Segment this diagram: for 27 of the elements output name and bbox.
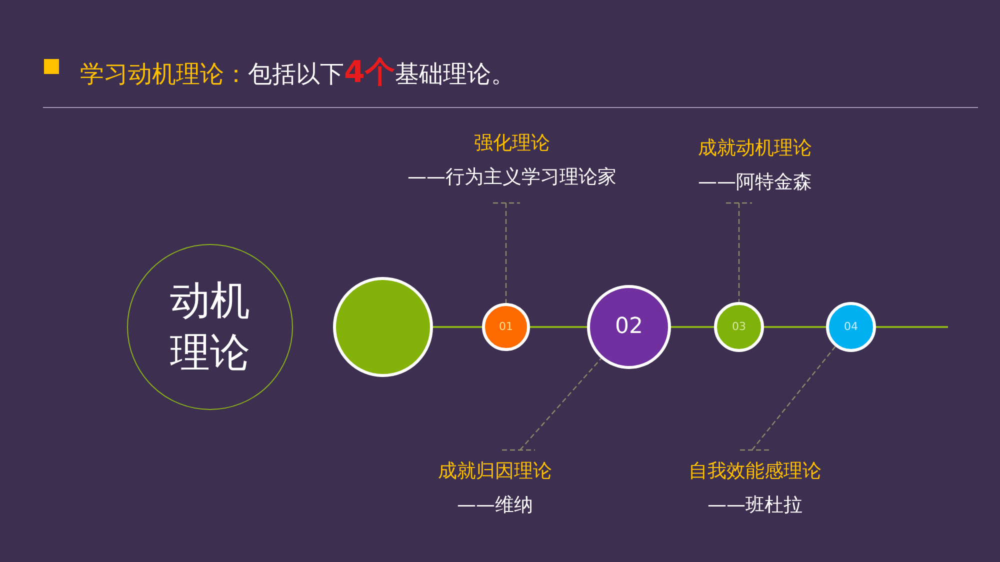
number-circle: [826, 302, 876, 352]
circle-title: 动机理论: [169, 277, 251, 378]
leader-line: [739, 346, 836, 451]
outline-circle: [127, 244, 293, 410]
theorist-name: ——阿特金森: [698, 170, 812, 195]
theory-name: 成就动机理论: [698, 136, 812, 161]
theorist-name: ——班杜拉: [708, 493, 802, 518]
leader-line: [725, 202, 753, 303]
step-number: 04: [844, 320, 858, 334]
timeline-line: [671, 326, 714, 328]
step-number: 01: [499, 320, 513, 334]
timeline-line: [764, 326, 826, 328]
timeline-line: [530, 326, 587, 328]
slide-title: 学习动机理论：包括以下4个基础理论。: [80, 54, 515, 92]
number-circle: [482, 303, 530, 351]
timeline-line: [876, 326, 948, 328]
timeline-line: [433, 326, 482, 328]
theory-name: 自我效能感理论: [688, 459, 822, 484]
theory-name: 成就归因理论: [438, 459, 552, 484]
theory-name: 强化理论: [474, 131, 550, 156]
theorist-name: ——行为主义学习理论家: [408, 165, 616, 190]
theorist-name: ——维纳: [457, 493, 533, 518]
leader-line: [492, 202, 521, 304]
step-number: 03: [732, 320, 746, 334]
leader-line: [501, 358, 602, 451]
step-number: 02: [615, 312, 643, 341]
number-circle: [714, 302, 764, 352]
